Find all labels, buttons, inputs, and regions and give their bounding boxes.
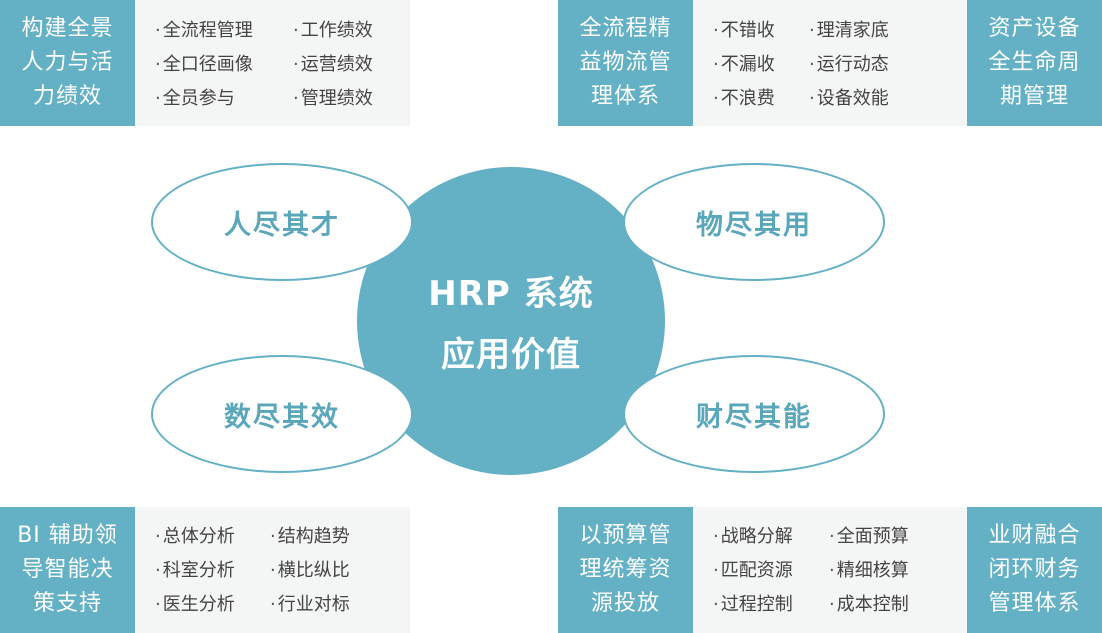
panel-title-left: 全流程精 益物流管 理体系 [558, 0, 693, 126]
panel-title: BI 辅助领 导智能决 策支持 [0, 507, 135, 633]
list-item: 精细核算 [829, 560, 909, 582]
list-item: 横比纵比 [270, 560, 350, 582]
list-item: 不错收 [713, 20, 775, 42]
list-item: 匹配资源 [713, 560, 793, 582]
panel-title-right: 资产设备 全生命周 期管理 [967, 0, 1102, 126]
panel-title: 构建全景 人力与活 力绩效 [0, 0, 135, 126]
ellipse-bottom-right: 财尽其能 [623, 355, 885, 473]
list-item: 全流程管理 [155, 20, 253, 42]
panel-top-left: 构建全景 人力与活 力绩效 全流程管理 全口径画像 全员参与 工作绩效 运营绩效… [0, 0, 410, 126]
list-item: 不漏收 [713, 54, 775, 76]
list-item: 全面预算 [829, 526, 909, 548]
ellipse-top-right: 物尽其用 [623, 163, 885, 281]
list-item: 运营绩效 [293, 54, 373, 76]
panel-items-box: 总体分析 科室分析 医生分析 结构趋势 横比纵比 行业对标 [135, 507, 410, 633]
list-item: 运行动态 [809, 54, 889, 76]
list-item: 战略分解 [713, 526, 793, 548]
list-item: 全口径画像 [155, 54, 253, 76]
list-item: 成本控制 [829, 594, 909, 616]
list-item: 总体分析 [155, 526, 235, 548]
panel-title-left: 以预算管 理统筹资 源投放 [558, 507, 693, 633]
panel-title-right: 业财融合 闭环财务 管理体系 [967, 507, 1102, 633]
list-item: 不浪费 [713, 88, 775, 110]
list-item: 医生分析 [155, 594, 235, 616]
list-item: 设备效能 [809, 88, 889, 110]
panel-bottom-left: BI 辅助领 导智能决 策支持 总体分析 科室分析 医生分析 结构趋势 横比纵比… [0, 507, 410, 633]
center-title-line1: HRP 系统 [428, 274, 594, 314]
list-item: 科室分析 [155, 560, 235, 582]
list-item: 结构趋势 [270, 526, 350, 548]
list-item: 理清家底 [809, 20, 889, 42]
panel-bottom-right: 以预算管 理统筹资 源投放 战略分解 匹配资源 过程控制 全面预算 精细核算 成… [558, 507, 1102, 633]
list-item: 全员参与 [155, 88, 235, 110]
ellipse-top-left: 人尽其才 [151, 163, 413, 281]
panel-items-box: 全流程管理 全口径画像 全员参与 工作绩效 运营绩效 管理绩效 [135, 0, 410, 126]
panel-top-right: 全流程精 益物流管 理体系 不错收 不漏收 不浪费 理清家底 运行动态 设备效能… [558, 0, 1102, 126]
list-item: 行业对标 [270, 594, 350, 616]
center-title-line2: 应用价值 [441, 335, 581, 375]
list-item: 工作绩效 [293, 20, 373, 42]
list-item: 过程控制 [713, 594, 793, 616]
panel-items-box: 不错收 不漏收 不浪费 理清家底 运行动态 设备效能 [693, 0, 967, 126]
ellipse-bottom-left: 数尽其效 [151, 355, 413, 473]
panel-items-box: 战略分解 匹配资源 过程控制 全面预算 精细核算 成本控制 [693, 507, 967, 633]
list-item: 管理绩效 [293, 88, 373, 110]
